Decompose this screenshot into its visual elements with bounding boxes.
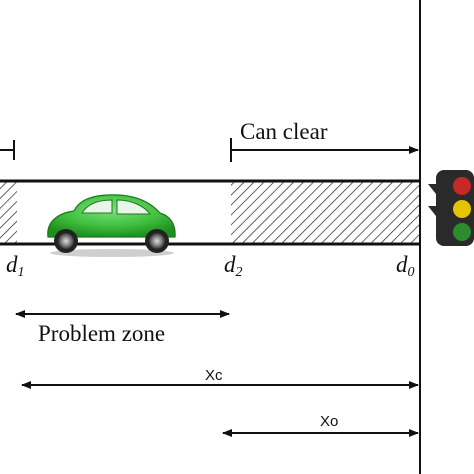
traffic-light-green [453,223,471,241]
left-bracket [0,140,15,160]
traffic-light-yellow [453,200,471,218]
can-clear-arrow [230,138,419,162]
road [0,179,420,246]
d2-label: d2 [224,252,243,280]
road-hatch-left [0,181,17,244]
d1-label: d1 [6,252,25,280]
traffic-light-icon [428,170,474,246]
d0-label: d0 [396,252,415,280]
road-hatch-right [231,181,420,244]
car-icon [47,194,176,257]
xo-label: Xo [320,413,338,430]
traffic-light-red [453,177,471,195]
xc-label: Xc [205,367,223,384]
problem-zone-label: Problem zone [38,321,165,346]
can-clear-label: Can clear [240,119,328,144]
